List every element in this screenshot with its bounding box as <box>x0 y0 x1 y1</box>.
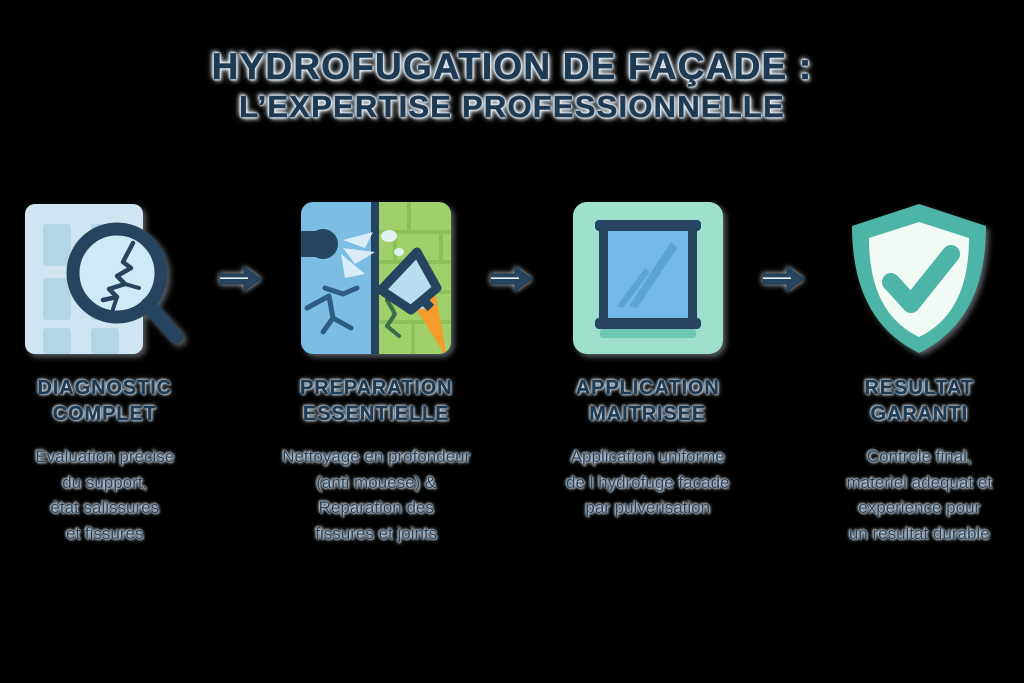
step-preparation: PREPARATION ESSENTIELLE Nettoyage en pro… <box>272 196 482 547</box>
step-resultat: RESULTAT GARANTI Controle final, materie… <box>815 196 1024 547</box>
pressure-washer-trowel-brickwall-icon <box>291 196 461 361</box>
arrow-right-icon <box>481 196 543 361</box>
shield-check-icon <box>834 196 1004 361</box>
step-description: Application uniforme de l hydrofuge faca… <box>566 444 730 521</box>
step-title-line-1: APPLICATION <box>575 377 720 399</box>
building-magnifier-crack-icon <box>20 196 190 361</box>
title-line-2: L’EXPERTISE PROFESSIONNELLE <box>239 88 785 125</box>
page-title: HYDROFUGATION DE FAÇADE : L’EXPERTISE PR… <box>0 46 1024 125</box>
step-diagnostic: DIAGNOSTIC COMPLET Evaluation précise du… <box>0 196 210 547</box>
step-title-line-2: GARANTI <box>870 403 968 426</box>
arrow-right-icon <box>210 196 272 361</box>
step-title: PREPARATION ESSENTIELLE <box>300 375 453 428</box>
desc-line: Reparation des <box>318 498 434 518</box>
desc-line: experience pour <box>858 498 981 518</box>
process-steps: DIAGNOSTIC COMPLET Evaluation précise du… <box>0 196 1024 547</box>
desc-line: état salissures <box>50 498 160 518</box>
desc-line: Controle final, <box>866 446 972 466</box>
step-title-line-2: COMPLET <box>52 403 157 426</box>
step-application: APPLICATION MAITRISEE Application unifor… <box>543 196 753 521</box>
step-title-line-2: ESSENTIELLE <box>302 403 450 426</box>
step-title-line-1: PREPARATION <box>300 377 453 399</box>
desc-line: fissures et joints <box>315 524 438 544</box>
desc-line: Nettoyage en profondeur <box>282 446 471 466</box>
desc-line: (anti mouese) & <box>316 472 437 492</box>
step-title: APPLICATION MAITRISEE <box>576 375 720 428</box>
step-title: DIAGNOSTIC COMPLET <box>37 375 172 428</box>
step-title-line-1: DIAGNOSTIC <box>37 377 173 399</box>
desc-line: materiel adequat et <box>846 472 993 492</box>
desc-line: Application uniforme <box>570 446 725 466</box>
step-description: Controle final, materiel adequat et expe… <box>846 444 992 547</box>
title-line-1: HYDROFUGATION DE FAÇADE : <box>211 46 813 88</box>
step-title-line-1: RESULTAT <box>864 377 974 399</box>
arrow-right-icon <box>753 196 815 361</box>
desc-line: par pulverisation <box>585 498 711 518</box>
desc-line: de l hydrofuge facade <box>565 472 730 492</box>
desc-line: du support, <box>62 472 148 492</box>
wall-panel-brushstrokes-icon <box>563 196 733 361</box>
desc-line: Evaluation précise <box>35 446 175 466</box>
step-description: Evaluation précise du support, état sali… <box>35 444 174 547</box>
desc-line: un resultat durable <box>848 524 990 544</box>
step-title: RESULTAT GARANTI <box>864 375 974 428</box>
step-description: Nettoyage en profondeur (anti mouese) & … <box>282 444 470 547</box>
step-title-line-2: MAITRISEE <box>589 403 707 426</box>
desc-line: et fissures <box>66 524 144 544</box>
